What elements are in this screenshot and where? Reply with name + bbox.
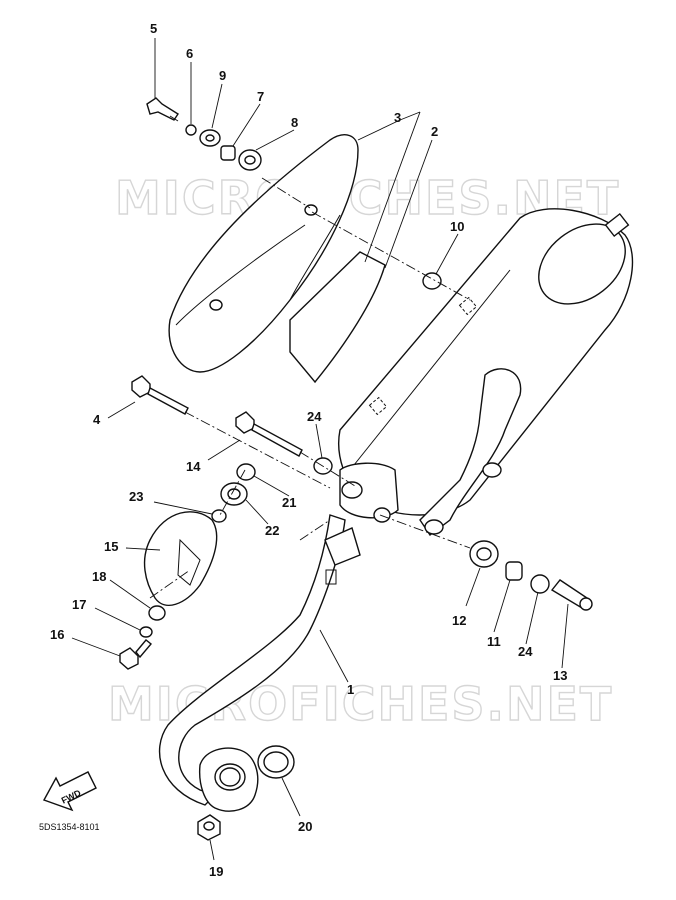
callout-23: 23 [129, 489, 143, 504]
washer-18 [148, 605, 166, 621]
washer-17 [139, 626, 153, 638]
washer-24-lower [530, 574, 550, 594]
spacer-13 [550, 579, 593, 611]
muffler [338, 208, 634, 537]
callout-21: 21 [282, 495, 296, 510]
collar-23 [211, 509, 227, 523]
callout-14: 14 [186, 459, 201, 474]
callout-24-lower: 24 [518, 644, 533, 659]
callout-8: 8 [291, 115, 298, 130]
heat-shield [168, 134, 359, 373]
callout-5: 5 [150, 21, 157, 36]
damper-22 [220, 482, 248, 506]
callout-18: 18 [92, 569, 106, 584]
callout-numbers: 5 6 9 7 8 3 2 10 4 24 14 21 23 22 15 18 … [50, 21, 567, 879]
washer-21 [236, 463, 256, 481]
bolt-4 [131, 375, 189, 415]
pipe-protector [143, 511, 218, 607]
callout-16: 16 [50, 627, 64, 642]
diagram-code: 5DS1354-8101 [39, 822, 100, 832]
bolt-16 [119, 639, 152, 670]
callout-13: 13 [553, 668, 567, 683]
bolt-14 [235, 411, 303, 457]
exhaust-gasket [257, 745, 295, 779]
callout-3: 3 [394, 110, 401, 125]
callout-1: 1 [347, 682, 354, 697]
callout-24-upper: 24 [307, 409, 322, 424]
collar-11 [505, 561, 523, 581]
flange-nut [197, 814, 221, 841]
damper-12 [469, 540, 499, 568]
washer-10 [422, 272, 442, 290]
callout-15: 15 [104, 539, 118, 554]
callout-10: 10 [450, 219, 464, 234]
callout-19: 19 [209, 864, 223, 879]
callout-2: 2 [431, 124, 438, 139]
exhaust-pipe [158, 514, 361, 812]
top-bolt-assembly [146, 97, 262, 171]
leader-lines [71, 38, 569, 861]
callout-17: 17 [72, 597, 86, 612]
callout-4: 4 [93, 412, 101, 427]
insulation-pad [289, 251, 386, 384]
callout-11: 11 [487, 634, 501, 649]
callout-22: 22 [265, 523, 279, 538]
assembly-lines [149, 177, 471, 599]
callout-6: 6 [186, 46, 193, 61]
callout-20: 20 [298, 819, 312, 834]
fwd-arrow-icon: FWD [42, 771, 97, 812]
callout-12: 12 [452, 613, 466, 628]
callout-7: 7 [257, 89, 264, 104]
callout-9: 9 [219, 68, 226, 83]
